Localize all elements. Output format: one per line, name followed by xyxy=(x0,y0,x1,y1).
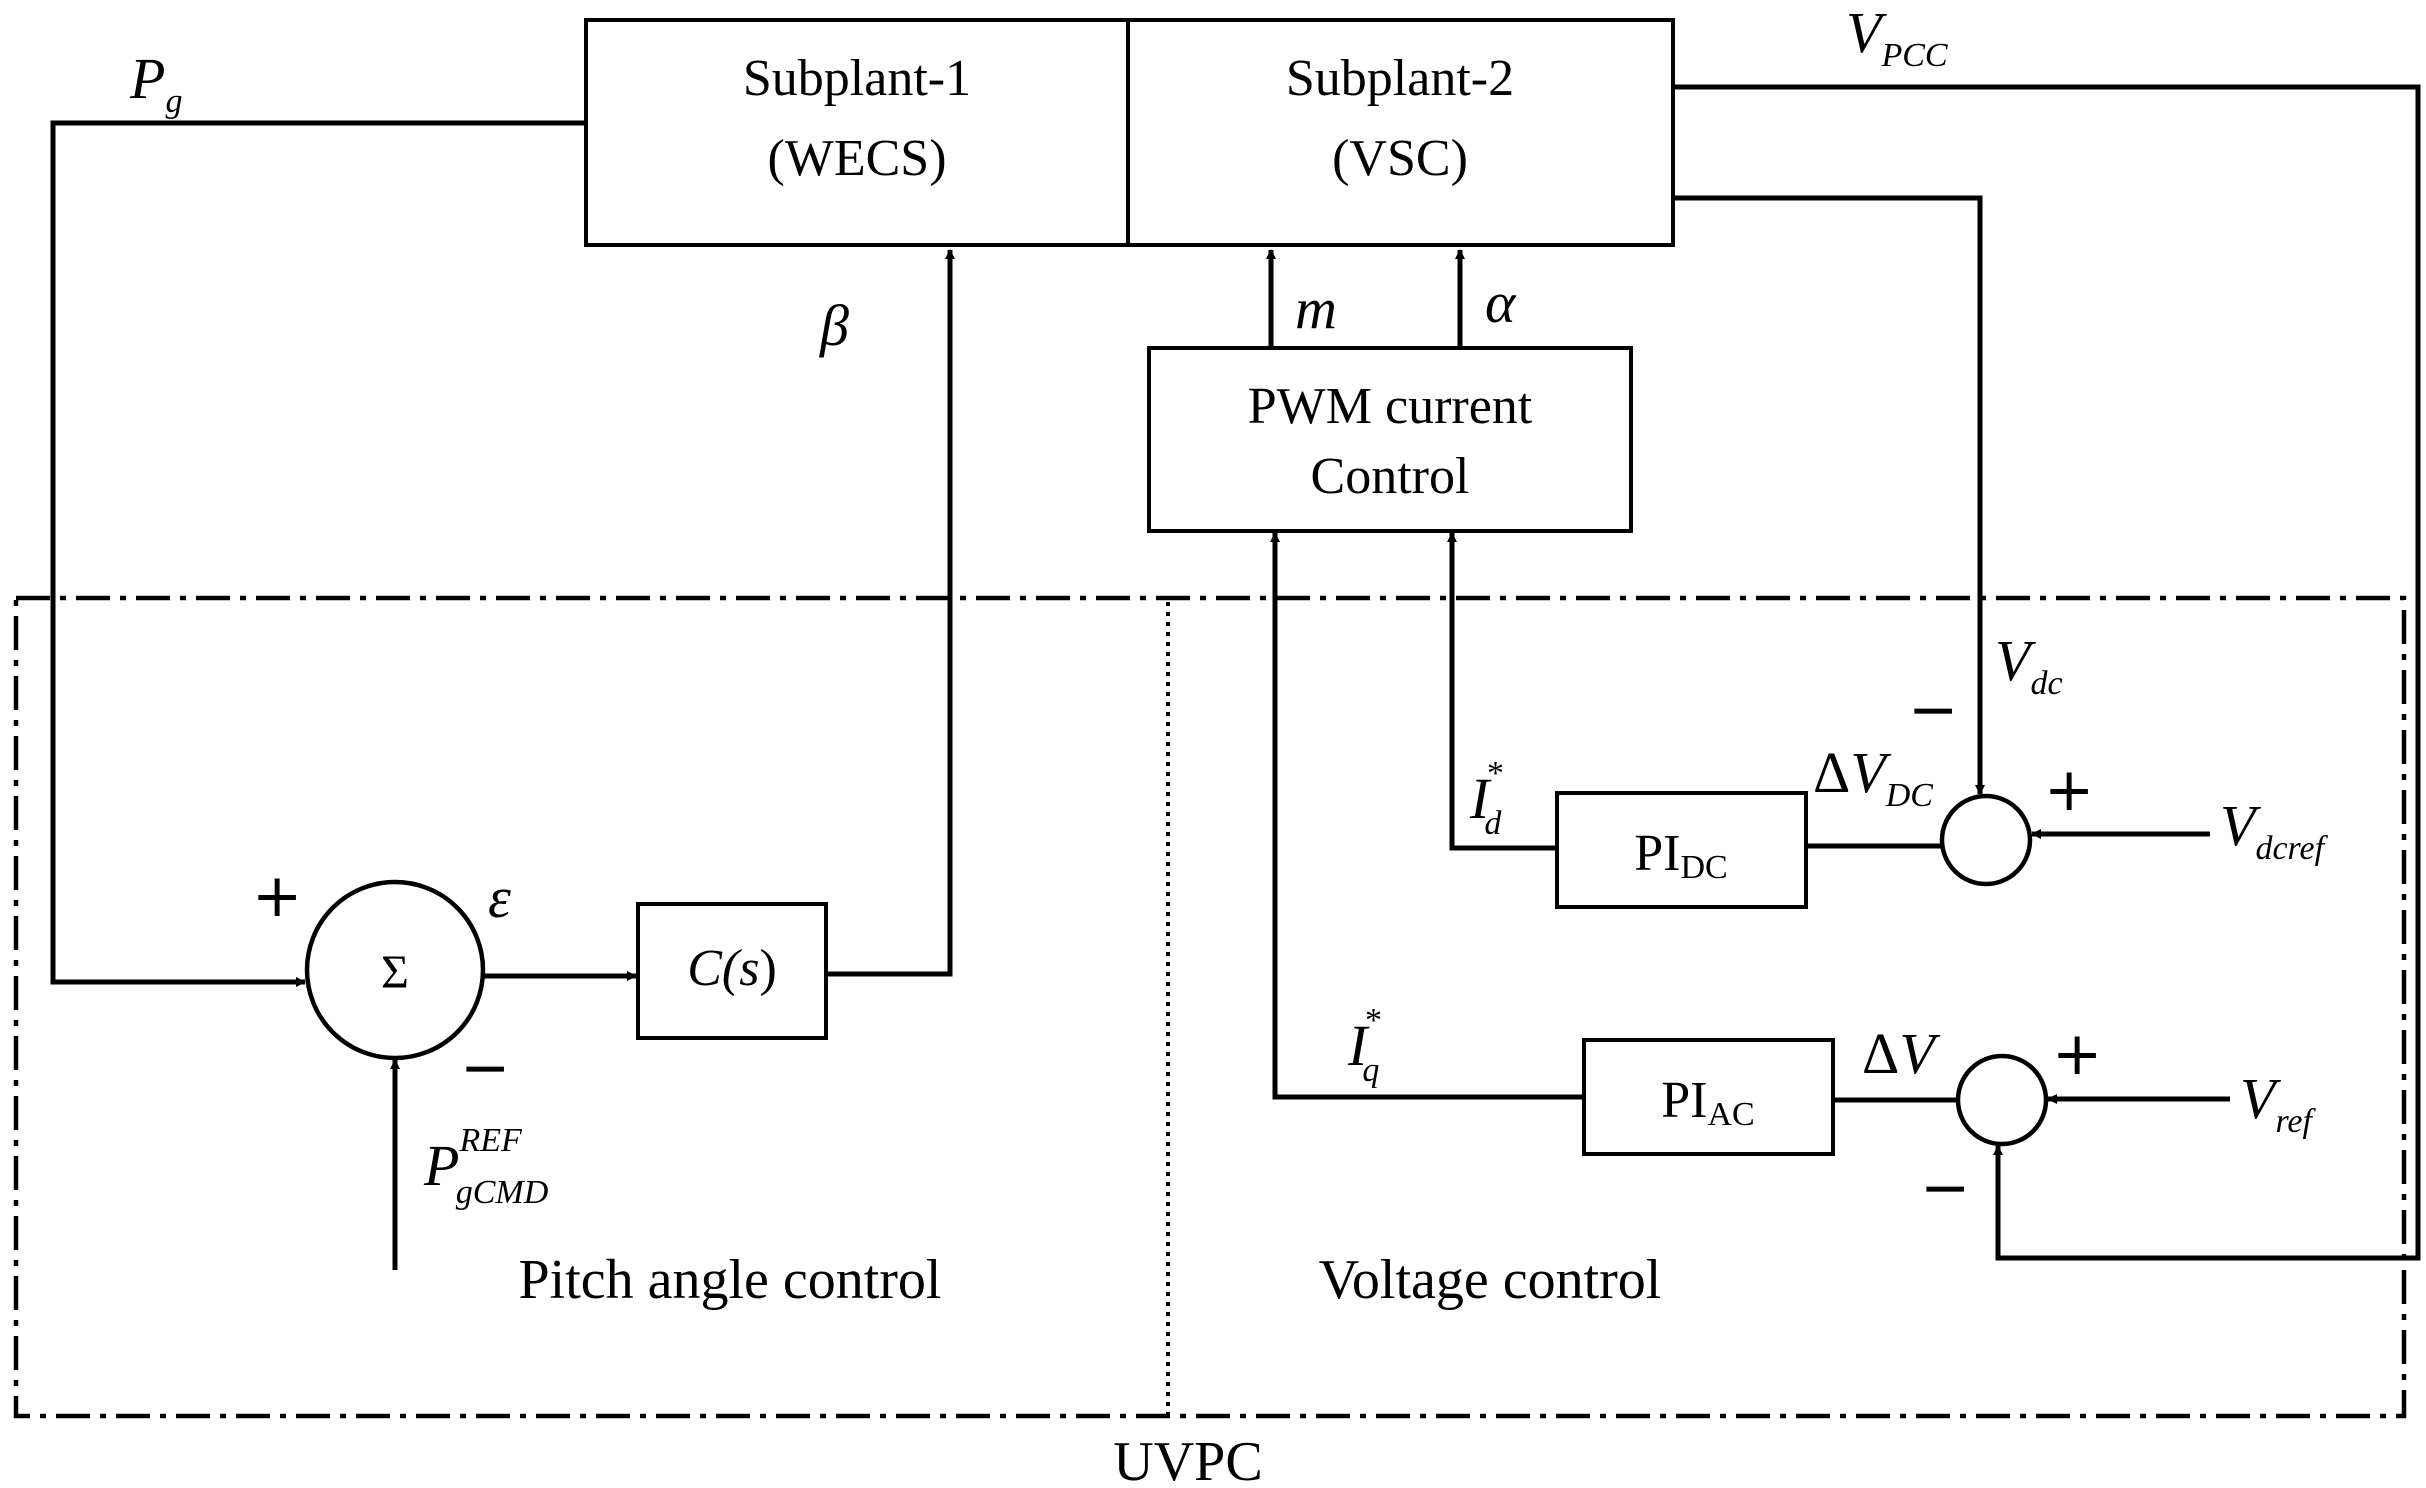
minus-sign-dc: − xyxy=(1908,675,1958,745)
vpcc-feedback-line xyxy=(1673,84,2421,1261)
sum-junction-ac xyxy=(1955,1053,2049,1147)
id-line xyxy=(1447,532,1557,851)
controller-cs-label: C(s) xyxy=(687,940,777,997)
subplant-1-block xyxy=(584,18,1130,247)
plus-sign-dc: + xyxy=(2044,755,2094,825)
voltage-control-label: Voltage control xyxy=(1319,1249,1662,1311)
epsilon-label: ε xyxy=(488,865,511,930)
vdcref-label: Vdcref xyxy=(2220,793,2329,867)
plus-sign-ac: + xyxy=(2052,1019,2102,1089)
controller-cs-block xyxy=(636,902,828,1040)
vref-label: Vref xyxy=(2240,1066,2316,1140)
uvpc-label: UVPC xyxy=(1113,1431,1262,1488)
iq-line xyxy=(1270,532,1584,1100)
sum-junction-dc xyxy=(1939,793,2033,887)
delta-v-label: ΔV xyxy=(1862,1021,1941,1086)
pi-dc-label: PIDC xyxy=(1634,825,1727,886)
subplant-1-title: Subplant-1 xyxy=(743,50,971,107)
m-label: m xyxy=(1295,276,1337,341)
pwm-current-control-block xyxy=(1147,346,1633,533)
pwm-block-line-1: PWM current xyxy=(1248,378,1533,435)
pi-ac-block xyxy=(1582,1038,1835,1156)
iq-ref-label: I*q xyxy=(1347,1002,1380,1089)
delta-vdc-label: ΔVDC xyxy=(1813,740,1933,814)
vdc-label: Vdc xyxy=(1995,628,2063,702)
beta-label: β xyxy=(819,293,849,358)
subplant-1-subtitle: (WECS) xyxy=(767,130,946,187)
id-ref-label: I*d xyxy=(1469,755,1502,842)
uvpc-region-boundary xyxy=(13,595,2407,1419)
pitch-angle-control-label: Pitch angle control xyxy=(518,1249,941,1311)
vdc-feedback-line xyxy=(1673,195,1985,795)
pwm-block-line-2: Control xyxy=(1311,448,1470,505)
subplant-2-subtitle: (VSC) xyxy=(1332,130,1468,187)
minus-sign-pitch: − xyxy=(460,1033,510,1103)
plus-sign-pitch: + xyxy=(252,861,302,931)
subplant-2-block xyxy=(1126,18,1675,247)
subplant-2-title: Subplant-2 xyxy=(1286,50,1514,107)
vpcc-label: VPCC xyxy=(1846,0,1948,74)
alpha-label: α xyxy=(1485,270,1517,335)
sum-junction-pitch xyxy=(304,879,486,1061)
pi-ac-label: PIAC xyxy=(1661,1072,1754,1133)
minus-sign-ac: − xyxy=(1920,1153,1970,1223)
pg-label: Pg xyxy=(129,46,182,120)
pg-feedback-line xyxy=(50,120,586,987)
pi-dc-block xyxy=(1555,791,1808,909)
beta-line xyxy=(826,249,955,977)
sum-symbol: Σ xyxy=(381,946,409,999)
